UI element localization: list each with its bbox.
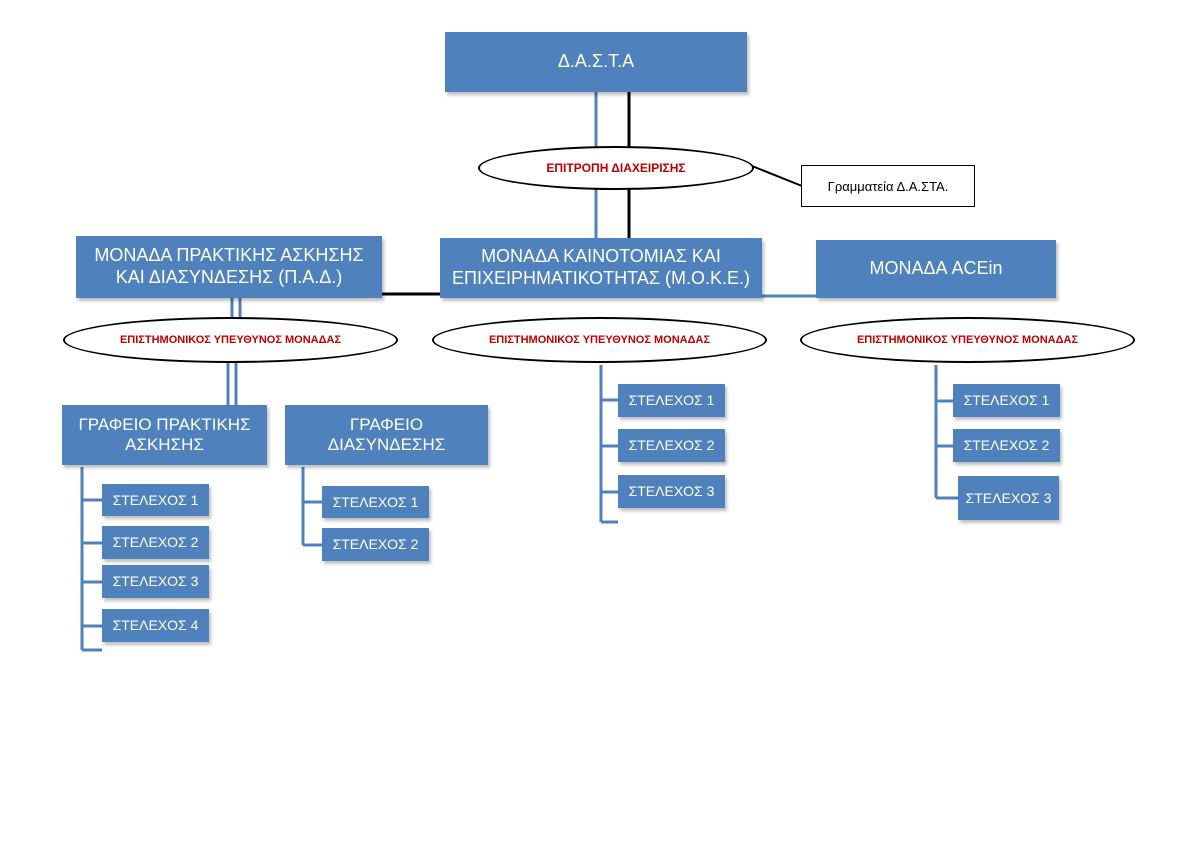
moke-unit-box: ΜΟΝΑΔΑ ΚΑΙΝΟΤΟΜΙΑΣ ΚΑΙ ΕΠΙΧΕΙΡΗΜΑΤΙΚΟΤΗΤ… [440,238,762,298]
moke-unit-line2: ΕΠΙΧΕΙΡΗΜΑΤΙΚΟΤΗΤΑΣ (Μ.Ο.Κ.Ε.) [452,268,750,288]
acein-staff-2: ΣΤΕΛΕΧΟΣ 2 [953,429,1060,462]
pad-unit-line1: ΜΟΝΑΔΑ ΠΡΑΚΤΙΚΗΣ ΑΣΚΗΣΗΣ [94,245,364,266]
acein-staff-1: ΣΤΕΛΕΧΟΣ 1 [953,384,1060,417]
internship-staff-4: ΣΤΕΛΕΧΟΣ 4 [102,609,209,642]
acein-supervisor-oval: ΕΠΙΣΤΗΜΟΝΙΚΟΣ ΥΠΕΥΘΥΝΟΣ ΜΟΝΑΔΑΣ [800,317,1135,363]
dasta-box: Δ.Α.Σ.Τ.Α [445,32,747,92]
secretariat-label: Γραμματεία Δ.Α.ΣΤΑ. [827,178,949,194]
pad-unit-line2: ΚΑΙ ΔΙΑΣΥΝΔΕΣΗΣ (Π.Α.Δ.) [115,267,343,287]
staff-label: ΣΤΕΛΕΧΟΣ 2 [963,437,1050,454]
liaison-office-line1: ΓΡΑΦΕΙΟ [349,414,424,434]
pad-unit-box: ΜΟΝΑΔΑ ΠΡΑΚΤΙΚΗΣ ΑΣΚΗΣΗΣ ΚΑΙ ΔΙΑΣΥΝΔΕΣΗΣ… [76,236,382,298]
staff-label: ΣΤΕΛΕΧΟΣ 3 [112,573,199,590]
staff-label: ΣΤΕΛΕΧΟΣ 3 [628,483,715,500]
staff-label: ΣΤΕΛΕΧΟΣ 2 [112,534,199,551]
pad-supervisor-label: ΕΠΙΣΤΗΜΟΝΙΚΟΣ ΥΠΕΥΘΥΝΟΣ ΜΟΝΑΔΑΣ [119,334,342,346]
connector-mgmt-secretariat [751,165,803,187]
staff-label: ΣΤΕΛΕΧΟΣ 1 [332,493,419,510]
internship-office-line2: ΑΣΚΗΣΗΣ [125,435,204,454]
staff-label: ΣΤΕΛΕΧΟΣ 1 [628,392,715,409]
liaison-office-box: ΓΡΑΦΕΙΟ ΔΙΑΣΥΝΔΕΣΗΣ [285,405,488,465]
internship-staff-1: ΣΤΕΛΕΧΟΣ 1 [102,484,209,516]
liaison-staff-2: ΣΤΕΛΕΧΟΣ 2 [322,528,429,561]
moke-staff-1: ΣΤΕΛΕΧΟΣ 1 [618,384,725,417]
staff-label: ΣΤΕΛΕΧΟΣ 2 [332,536,419,553]
staff-label: ΣΤΕΛΕΧΟΣ 3 [965,489,1052,506]
moke-supervisor-oval: ΕΠΙΣΤΗΜΟΝΙΚΟΣ ΥΠΕΥΘΥΝΟΣ ΜΟΝΑΔΑΣ [432,317,767,363]
moke-supervisor-label: ΕΠΙΣΤΗΜΟΝΙΚΟΣ ΥΠΕΥΘΥΝΟΣ ΜΟΝΑΔΑΣ [488,334,711,346]
internship-staff-3: ΣΤΕΛΕΧΟΣ 3 [102,565,209,598]
internship-staff-2: ΣΤΕΛΕΧΟΣ 2 [102,526,209,559]
secretariat-box: Γραμματεία Δ.Α.ΣΤΑ. [801,165,975,207]
management-committee-label: ΕΠΙΤΡΟΠΗ ΔΙΑΧΕΙΡΙΣΗΣ [546,161,686,175]
pad-supervisor-oval: ΕΠΙΣΤΗΜΟΝΙΚΟΣ ΥΠΕΥΘΥΝΟΣ ΜΟΝΑΔΑΣ [63,317,398,363]
moke-staff-3: ΣΤΕΛΕΧΟΣ 3 [618,475,725,508]
internship-office-line1: ΓΡΑΦΕΙΟ ΠΡΑΚΤΙΚΗΣ [78,414,251,434]
staff-label: ΣΤΕΛΕΧΟΣ 4 [112,617,199,634]
moke-staff-2: ΣΤΕΛΕΧΟΣ 2 [618,429,725,462]
moke-unit-line1: ΜΟΝΑΔΑ ΚΑΙΝΟΤΟΜΙΑΣ ΚΑΙ [481,246,721,267]
acein-unit-label: ΜΟΝΑΔΑ ACEin [869,258,1003,279]
staff-label: ΣΤΕΛΕΧΟΣ 2 [628,437,715,454]
liaison-staff-1: ΣΤΕΛΕΧΟΣ 1 [322,486,429,518]
staff-label: ΣΤΕΛΕΧΟΣ 1 [112,491,199,508]
dasta-label: Δ.Α.Σ.Τ.Α [557,51,635,72]
acein-staff-3: ΣΤΕΛΕΧΟΣ 3 [958,476,1059,520]
internship-office-box: ΓΡΑΦΕΙΟ ΠΡΑΚΤΙΚΗΣ ΑΣΚΗΣΗΣ [62,405,267,465]
acein-unit-box: ΜΟΝΑΔΑ ACEin [816,240,1056,298]
management-committee-oval: ΕΠΙΤΡΟΠΗ ΔΙΑΧΕΙΡΙΣΗΣ [478,146,754,190]
liaison-office-line2: ΔΙΑΣΥΝΔΕΣΗΣ [327,435,446,454]
staff-label: ΣΤΕΛΕΧΟΣ 1 [963,392,1050,409]
acein-supervisor-label: ΕΠΙΣΤΗΜΟΝΙΚΟΣ ΥΠΕΥΘΥΝΟΣ ΜΟΝΑΔΑΣ [856,334,1079,346]
